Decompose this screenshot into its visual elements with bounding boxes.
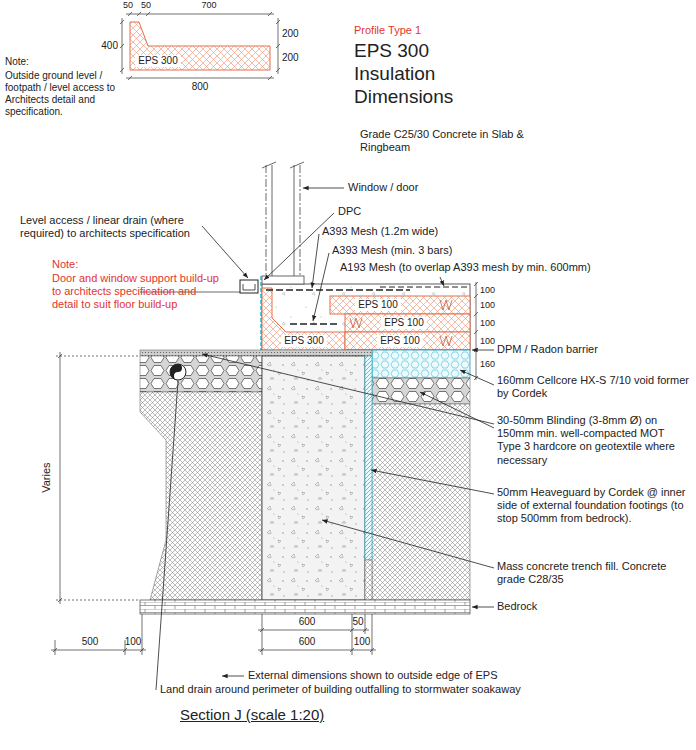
dimension: 100 [480, 285, 495, 296]
callout-label: A393 Mesh (1.2m wide) [322, 225, 438, 238]
insulation-label-box: EPS 100 [381, 317, 426, 329]
hardcore-left [140, 356, 262, 392]
dimension: 400 [101, 40, 118, 52]
ground-strip [365, 560, 372, 600]
dimension: 100 [480, 300, 495, 311]
ground-right [372, 404, 470, 600]
window-frame [262, 162, 304, 284]
eps300-profile [130, 22, 270, 70]
callout-label: 160mm Cellcore HX-S 7/10 void former by … [497, 374, 689, 400]
dimension: 50 [352, 616, 363, 628]
dpc-line [260, 276, 261, 356]
dimension: 50 [123, 0, 133, 11]
land-drain-symbol [170, 364, 186, 380]
callout-label: 30-50mm Blinding (3-8mm Ø) on 150mm min.… [497, 414, 689, 467]
callout-label: Window / door [348, 181, 418, 194]
material-name: EPS 100 [380, 335, 419, 347]
concrete-slab [262, 284, 470, 350]
trench-fill [262, 356, 365, 600]
callout-label: Bedrock [497, 600, 537, 613]
note-heading: Note: [5, 56, 29, 68]
dimension: 100 [125, 636, 142, 648]
dimension: 200 [282, 52, 299, 64]
callout-label: DPM / Radon barrier [497, 343, 598, 356]
profile-shape [130, 22, 270, 70]
bottom-dimensions [51, 614, 376, 655]
dimension: 160 [480, 359, 495, 370]
ground-left [140, 392, 262, 600]
dimension: 100 [354, 636, 371, 648]
compressible-symbols [350, 300, 452, 346]
insulation-label-box: EPS 300 [135, 55, 180, 67]
linear-drain [240, 280, 258, 293]
heaveguard [365, 356, 372, 560]
insulation-label-box: EPS 100 [355, 299, 400, 311]
material-note: Grade C25/30 Concrete in Slab & Ringbeam [360, 128, 535, 154]
dimension: 600 [299, 636, 316, 648]
eps100-layer [345, 332, 470, 350]
dimension: 500 [82, 636, 99, 648]
profile-type: Profile Type 1 [354, 24, 421, 37]
callout-label: Level access / linear drain (where requi… [20, 214, 200, 240]
void-former [372, 350, 470, 378]
callout-label: 50mm Heaveguard by Cordek @ inner side o… [497, 486, 689, 526]
eps100-layer [345, 314, 470, 332]
note-heading: Note: [52, 258, 78, 271]
callout-label: DPC [338, 205, 361, 218]
dimension: 700 [201, 0, 216, 11]
dimension: 800 [192, 81, 209, 93]
blinding-layer [140, 350, 372, 356]
slab-dimensions [474, 282, 478, 380]
callout-label: Mass concrete trench fill. Concrete grad… [497, 560, 689, 586]
dimension: 600 [299, 616, 316, 628]
dimension: Varies [39, 463, 52, 493]
varies-dimension [56, 352, 138, 604]
profile-heading: EPS 300 Insulation Dimensions [354, 40, 479, 108]
mesh-lines [266, 287, 470, 324]
material-name: EPS 300 [138, 55, 177, 67]
dimension: 100 [480, 336, 495, 347]
callout-label: A193 Mesh (to overlap A393 mesh by min. … [340, 261, 591, 274]
section-caption: Section J (scale 1:20) [180, 706, 324, 724]
dimension: 200 [282, 28, 299, 40]
hardcore-right [372, 378, 470, 404]
insulation-label-box: EPS 300 [281, 335, 326, 347]
dimension: 50 [141, 0, 151, 11]
eps100-layer [330, 296, 470, 314]
material-name: EPS 100 [358, 299, 397, 311]
bedrock [140, 600, 470, 614]
material-name: EPS 300 [284, 335, 323, 347]
footnote: External dimensions shown to outside edg… [248, 669, 497, 682]
material-name: EPS 100 [384, 317, 423, 329]
profile-dimensions [120, 12, 280, 80]
callout-label: Land drain around perimeter of building … [160, 683, 521, 696]
dimension: 100 [480, 318, 495, 329]
note-text: Outside ground level / footpath / level … [5, 70, 117, 118]
insulation-label-box: EPS 100 [377, 335, 422, 347]
callout-label: A393 Mesh (min. 3 bars) [332, 244, 452, 257]
note-text: Door and window support build-up to arch… [52, 272, 222, 312]
